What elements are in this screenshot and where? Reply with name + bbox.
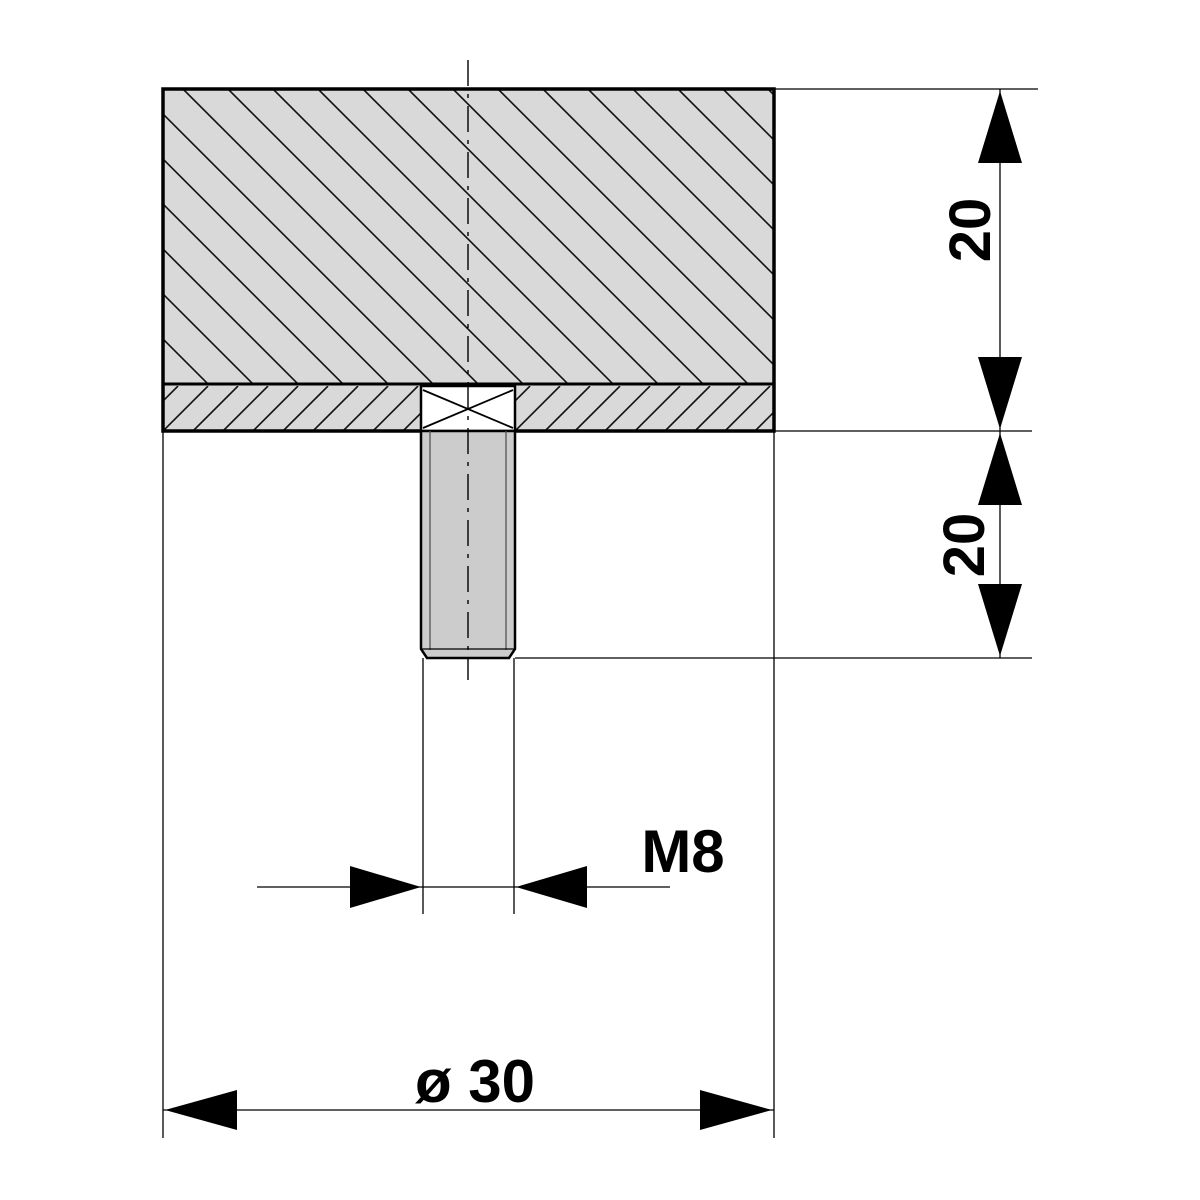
arrow-down-bottom [978, 584, 1022, 656]
rubber-body [163, 89, 774, 384]
diameter-dimension: ø 30 [163, 1048, 774, 1130]
rubber-hatching [163, 89, 774, 384]
diameter-label: ø 30 [415, 1048, 535, 1115]
thread-label: M8 [641, 818, 724, 885]
extension-lines [162, 88, 1038, 1138]
arrow-diameter-right [700, 1090, 772, 1130]
height-upper-label: 20 [938, 198, 1003, 263]
arrow-up-lower [978, 433, 1022, 505]
arrow-thread-right [516, 866, 587, 908]
rubber-body-fill [163, 89, 774, 384]
arrow-thread-left [350, 866, 421, 908]
height-lower-label: 20 [932, 513, 997, 578]
arrow-up-top [978, 91, 1022, 163]
plate-hatching-right [515, 386, 774, 431]
arrow-diameter-left [165, 1090, 237, 1130]
height-dimensions: 20 20 [932, 89, 1022, 658]
plate-hatching-left [163, 386, 421, 431]
thread-dimension: M8 [257, 818, 725, 908]
arrow-down-upper [978, 357, 1022, 429]
